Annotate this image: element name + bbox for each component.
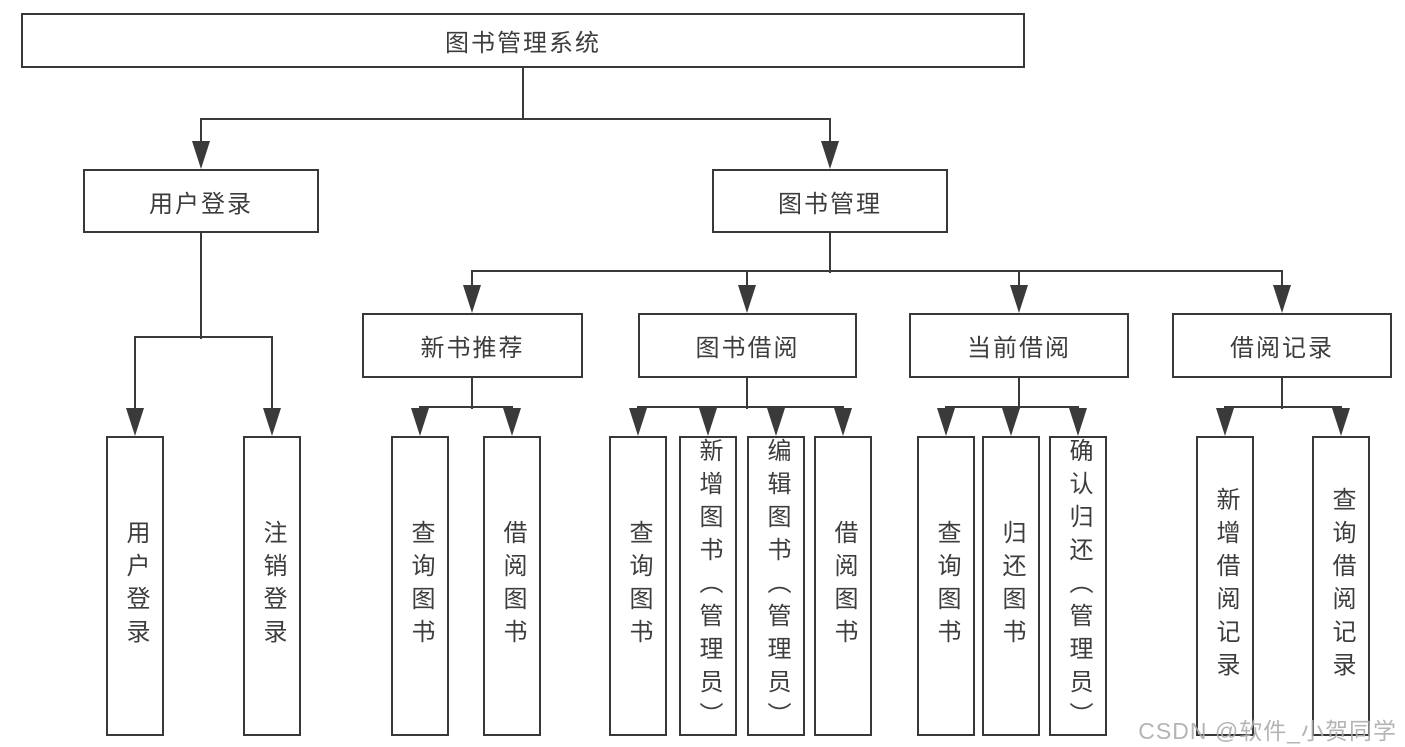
connector-line <box>1280 271 1284 286</box>
arrowhead-icon <box>767 408 785 436</box>
arrowhead-icon <box>834 408 852 436</box>
node-label: 图书管理 <box>778 190 882 218</box>
connector-line <box>470 378 474 409</box>
node-current-borrowing: 当前借阅 <box>909 313 1129 378</box>
arrowhead-icon <box>1002 408 1020 436</box>
leaf-query-books-current: 查询图书 <box>917 436 975 736</box>
arrowhead-icon <box>699 408 717 436</box>
arrowhead-icon <box>1332 408 1350 436</box>
leaf-query-books-borrowing: 查询图书 <box>609 436 667 736</box>
connector-line <box>471 269 1283 273</box>
node-book-borrowing: 图书借阅 <box>638 313 857 378</box>
csdn-watermark: CSDN @软件_小贺同学 <box>1138 718 1397 744</box>
arrowhead-icon <box>937 408 955 436</box>
connector-line <box>134 335 273 339</box>
node-label: 确认归还（管理员） <box>1065 437 1092 735</box>
node-label: 用户登录 <box>122 520 149 652</box>
connector-line <box>1017 378 1021 409</box>
connector-line <box>199 233 203 339</box>
node-label: 归还图书 <box>998 520 1025 652</box>
node-label: 新书推荐 <box>420 335 525 362</box>
connector-line <box>828 119 832 142</box>
leaf-add-borrow-record: 新增借阅记录 <box>1196 436 1254 736</box>
node-label: 注销登录 <box>259 520 286 652</box>
arrowhead-icon <box>821 141 839 169</box>
node-label: 借阅图书 <box>830 520 857 652</box>
connector-line <box>637 405 844 409</box>
connector-line <box>828 233 832 273</box>
arrowhead-icon <box>1216 408 1234 436</box>
node-book-management-module: 图书管理 <box>712 169 948 233</box>
arrowhead-icon <box>411 408 429 436</box>
connector-line <box>270 337 274 410</box>
connector-line <box>1280 378 1284 409</box>
arrowhead-icon <box>126 408 144 436</box>
node-label: 查询图书 <box>407 520 434 652</box>
arrowhead-icon <box>503 408 521 436</box>
node-label: 新增借阅记录 <box>1212 487 1239 685</box>
arrowhead-icon <box>1069 408 1087 436</box>
arrowhead-icon <box>463 285 481 313</box>
arrowhead-icon <box>263 408 281 436</box>
node-library-management-system: 图书管理系统 <box>21 13 1025 68</box>
node-borrowing-records: 借阅记录 <box>1172 313 1392 378</box>
arrowhead-icon <box>629 408 647 436</box>
leaf-query-borrow-record: 查询借阅记录 <box>1312 436 1370 736</box>
node-label: 图书借阅 <box>695 335 800 362</box>
node-label: 用户登录 <box>149 190 253 218</box>
leaf-edit-books-admin: 编辑图书（管理员） <box>747 436 805 736</box>
node-new-book-recommend: 新书推荐 <box>362 313 583 378</box>
connector-line <box>199 119 203 142</box>
connector-line <box>1224 405 1342 409</box>
leaf-user-login: 用户登录 <box>106 436 164 736</box>
leaf-query-books-recommend: 查询图书 <box>391 436 449 736</box>
leaf-return-books: 归还图书 <box>982 436 1040 736</box>
node-label: 图书管理系统 <box>445 30 601 57</box>
connector-line <box>521 68 525 120</box>
arrowhead-icon <box>1010 285 1028 313</box>
connector-line <box>133 337 137 410</box>
leaf-borrow-books: 借阅图书 <box>814 436 872 736</box>
connector-line <box>945 405 1079 409</box>
connector-line <box>419 405 513 409</box>
node-label: 查询借阅记录 <box>1328 487 1355 685</box>
node-label: 借阅记录 <box>1230 335 1334 362</box>
node-label: 查询图书 <box>625 520 652 652</box>
leaf-borrow-books-recommend: 借阅图书 <box>483 436 541 736</box>
leaf-logout: 注销登录 <box>243 436 301 736</box>
arrowhead-icon <box>192 141 210 169</box>
node-label: 当前借阅 <box>967 335 1071 362</box>
connector-line <box>745 378 749 409</box>
node-label: 新增图书（管理员） <box>695 437 722 735</box>
connector-line <box>745 271 749 286</box>
connector-line <box>200 117 831 121</box>
node-label: 编辑图书（管理员） <box>763 437 790 735</box>
connector-line <box>470 271 474 286</box>
connector-line <box>1017 271 1021 286</box>
leaf-add-books-admin: 新增图书（管理员） <box>679 436 737 736</box>
arrowhead-icon <box>1273 285 1291 313</box>
node-user-login-module: 用户登录 <box>83 169 319 233</box>
node-label: 借阅图书 <box>499 520 526 652</box>
node-label: 查询图书 <box>933 520 960 652</box>
arrowhead-icon <box>738 285 756 313</box>
leaf-confirm-return-admin: 确认归还（管理员） <box>1049 436 1107 736</box>
